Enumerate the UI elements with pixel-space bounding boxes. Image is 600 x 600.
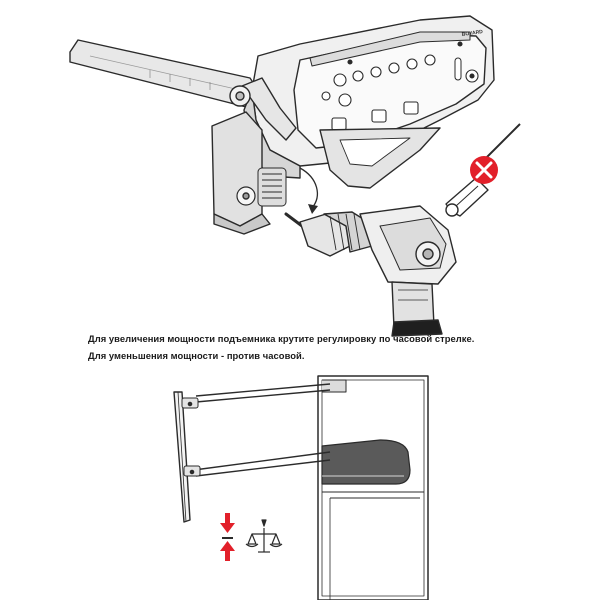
cross-in-circle-icon — [470, 156, 498, 184]
hinge-block — [211, 111, 263, 227]
lift-box — [321, 439, 411, 485]
lift-mechanism — [69, 15, 495, 235]
instruction-decrease-power: Для уменьшения мощности - против часовой… — [88, 350, 305, 361]
upper-arm — [195, 383, 331, 397]
cabinet-schematic — [173, 375, 429, 600]
mechanism-brand-label: BOYARD — [461, 29, 483, 38]
adjustment-screw — [257, 167, 287, 207]
instruction-increase-power: Для увеличения мощности подъемника крути… — [88, 333, 475, 344]
lower-arm — [193, 451, 331, 471]
plate-slots — [331, 101, 419, 131]
cabinet-body — [317, 375, 429, 600]
balance-scale-icon — [245, 519, 283, 553]
plate-holes — [321, 41, 479, 107]
screwdriver-icon — [445, 123, 521, 217]
drill-icon — [284, 205, 457, 337]
up-down-arrows-icon — [220, 513, 235, 561]
